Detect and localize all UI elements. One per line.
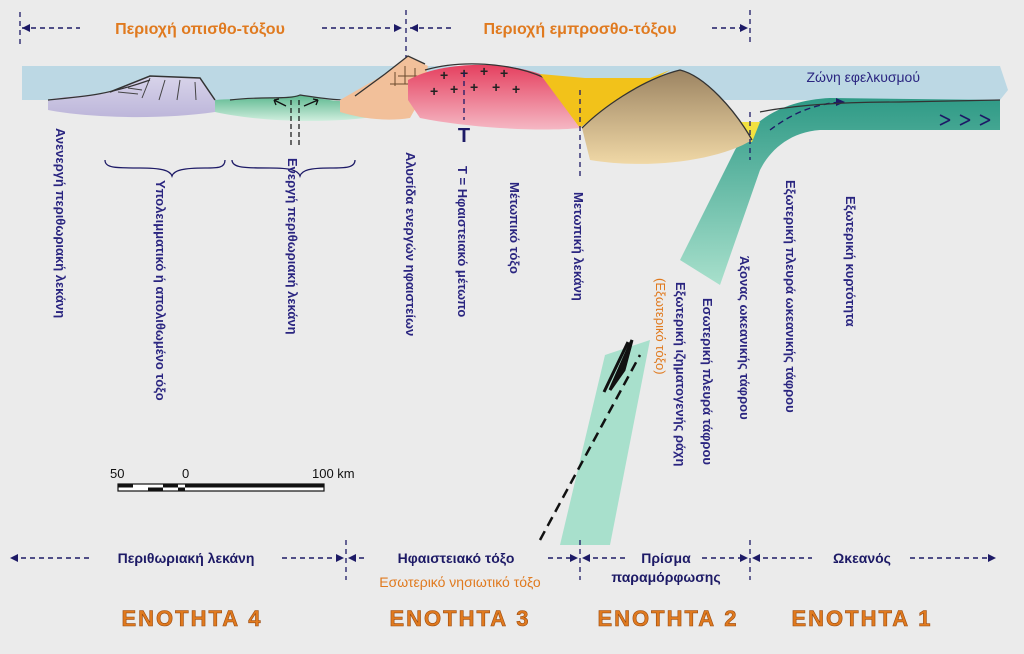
remnant-arc-outline [109, 75, 216, 101]
deep-slab [560, 340, 650, 545]
volcanic-chain-body [340, 56, 428, 120]
unit-1-title: ΕΝΟΤΗΤΑ 1 [791, 606, 932, 631]
remnant-arc-hatching [117, 77, 197, 101]
unit-4-title: ΕΝΟΤΗΤΑ 4 [121, 606, 262, 631]
svg-text:+: + [450, 81, 458, 97]
remnant-arc-brace [104, 159, 226, 179]
active-basin-body [215, 95, 380, 121]
scale-label-mid: 0 [182, 466, 189, 481]
slab-arrows [939, 114, 991, 126]
header-fore-arc-extent [405, 10, 751, 60]
volcanic-front-marker: T [458, 125, 470, 147]
trench-axis-label: Άξονας ωκεανικής τάφρου [737, 256, 752, 420]
header-back-arc-extent [19, 12, 402, 44]
active-basin-brace [231, 159, 356, 179]
prism-label-line1: Πρίσμα [641, 550, 691, 566]
volcanic-arc-label: Ηφαιστειακό τόξο [398, 550, 515, 566]
svg-text:+: + [430, 83, 438, 99]
unit-2-title: ΕΝΟΤΗΤΑ 2 [597, 606, 738, 631]
active-basin-label: Ενεργή περιθωριακή λεκάνη [285, 158, 300, 335]
back-arc-title: Περιοχή οπισθο-τόξου [115, 21, 285, 38]
inner-island-arc-label: Εσωτερικό νησιωτικό τόξο [379, 574, 541, 590]
fore-arc-title: Περιοχή εμπροσθο-τόξου [483, 21, 676, 38]
seafloor-line [47, 79, 151, 101]
spreading-arrows [273, 98, 319, 107]
volcano-chain-label: Αλυσίδα ενεργών ηφαιστείων [403, 152, 418, 336]
forearc-basin-label: Μετωπική λεκάνη [571, 192, 586, 301]
svg-text:+: + [500, 65, 508, 81]
scale-label-left: 50 [110, 466, 124, 481]
forearc-outline [581, 69, 753, 141]
volcanic-dikes [390, 66, 420, 86]
volcanic-front-label: T = Ηφαιστειακό μέτωπο [455, 166, 470, 317]
outer-bulge-label: Εξωτερική κυρτότητα [843, 196, 858, 327]
outer-trench-wall-label: Εξωτερική πλευρά ωκεανικής τάφρου [783, 180, 798, 413]
inactive-basin-label: Ανενεργή περιθωριακή λεκάνη [53, 128, 68, 318]
prism-label-line2: παραμόρφωσης [611, 569, 720, 585]
outer-ridge-label: Εξωτερική ιζηματογενής ράχη [673, 282, 688, 467]
thrust-arrow [602, 339, 634, 393]
ocean-floor-line [759, 99, 1001, 113]
svg-text:+: + [470, 79, 478, 95]
subducting-slab [680, 98, 1000, 285]
marginal-basin-label: Περιθωριακή λεκάνη [118, 550, 255, 566]
tension-zone-label: Ζώνη εφελκυσμού [806, 69, 920, 85]
outer-arc-label: (Εξωτερικό τόξο) [653, 278, 668, 375]
frontal-arc-body [408, 64, 580, 130]
svg-text:+: + [480, 63, 488, 79]
frontal-arc-label: Μέτωπικό τόξο [507, 182, 522, 274]
inner-trench-wall-label: Εσωτερική πλευρά τάφρου [700, 298, 715, 465]
scale-label-right: 100 km [312, 466, 355, 481]
ocean-label: Ωκεανός [833, 550, 891, 566]
footer-extents [10, 540, 996, 580]
unit-3-title: ΕΝΟΤΗΤΑ 3 [389, 606, 530, 631]
svg-text:+: + [440, 67, 448, 83]
volcanic-chain-outline [354, 55, 426, 97]
frontal-arc-outline [424, 63, 546, 79]
remnant-arc-body [48, 76, 215, 118]
forearc-sediment [540, 70, 670, 128]
svg-text:+: + [512, 81, 520, 97]
svg-text:+: + [492, 79, 500, 95]
thrust-fault [538, 354, 642, 541]
forearc-basin-body [582, 70, 752, 164]
remnant-arc-label: Υπολειμματικό ή απολιθωμένο τόξο [153, 180, 168, 401]
scale-bar: 50 0 100 km [110, 466, 355, 492]
